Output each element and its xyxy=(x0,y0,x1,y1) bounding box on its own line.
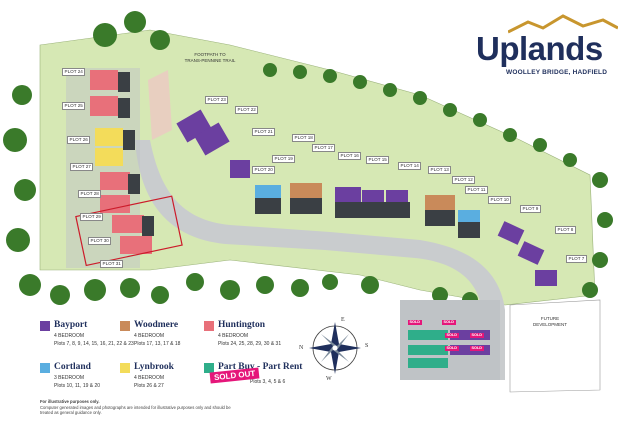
plot-label-23: PLOT 23 xyxy=(205,96,229,104)
footnote-line2: Computer generated images and photograph… xyxy=(40,404,231,416)
legend-name: Woodmere xyxy=(134,320,179,330)
compass-n: N xyxy=(299,345,304,351)
hills-icon xyxy=(508,14,618,34)
plot-label-31: PLOT 31 xyxy=(100,260,124,268)
legend-bedrooms: 4 BEDROOM xyxy=(54,333,85,339)
swatch-part-buy xyxy=(204,363,214,373)
compass-s: S xyxy=(365,343,369,349)
footnote-line1: For illustrative purposes only. xyxy=(40,399,100,404)
future-development-area xyxy=(509,299,601,393)
legend-name: Lynbrook xyxy=(134,362,174,372)
part-buy-block xyxy=(400,300,500,380)
sold-badge: SOLD xyxy=(408,320,422,325)
legend-bedrooms: 4 BEDROOM xyxy=(134,375,165,381)
plot-label-15: PLOT 15 xyxy=(366,156,390,164)
plot-label-7: PLOT 7 xyxy=(566,255,587,263)
brand-logo: Uplands WOOLLEY BRIDGE, HADFIELD xyxy=(468,14,633,84)
legend-name: Part Buy - Part Rent xyxy=(218,362,303,372)
sold-badge: SOLD xyxy=(442,320,456,325)
plot-label-17: PLOT 17 xyxy=(312,144,336,152)
swatch-lynbrook xyxy=(120,363,130,373)
plot-label-26: PLOT 26 xyxy=(67,136,91,144)
plot-label-14: PLOT 14 xyxy=(398,162,422,170)
compass-icon xyxy=(309,322,361,374)
plot-label-27: PLOT 27 xyxy=(70,163,94,171)
road xyxy=(135,140,505,380)
plot-label-28: PLOT 28 xyxy=(78,190,102,198)
plot-label-13: PLOT 13 xyxy=(428,166,452,174)
legend-name: Huntington xyxy=(218,320,265,330)
legend-plots: Plots 17, 13, 17 & 18 xyxy=(134,341,181,347)
legend-plots: Plots 10, 11, 19 & 20 xyxy=(54,383,101,389)
legend-plots: Plots 7, 8, 9, 14, 15, 16, 21, 22 & 23 xyxy=(54,341,134,347)
plot-label-8: PLOT 8 xyxy=(555,226,576,234)
plot-label-11: PLOT 11 xyxy=(465,186,488,194)
footpath-label: FOOTPATH TO TRANS-PENNINE TRAIL xyxy=(184,52,236,63)
plot-label-30: PLOT 30 xyxy=(88,237,112,245)
legend-bedrooms: 4 BEDROOM xyxy=(218,333,249,339)
legend-bedrooms: 3 BEDROOM xyxy=(54,375,85,381)
sold-badge: SOLD xyxy=(445,346,459,351)
compass-w: W xyxy=(326,376,332,382)
legend-plots: Plots 26 & 27 xyxy=(134,383,164,389)
swatch-huntington xyxy=(204,321,214,331)
houses-left xyxy=(90,70,154,254)
brand-name: Uplands xyxy=(476,30,603,67)
legend-name: Cortland xyxy=(54,362,91,372)
plot-label-18: PLOT 18 xyxy=(292,134,316,142)
legend-plots: Plots 3, 4, 5 & 6 xyxy=(250,379,286,385)
plot-label-24: PLOT 24 xyxy=(62,68,86,76)
plot-30-highlight xyxy=(75,195,183,267)
plot-label-20: PLOT 20 xyxy=(252,166,276,174)
plot-label-9: PLOT 9 xyxy=(520,205,541,213)
plot-label-10: PLOT 10 xyxy=(488,196,512,204)
legend-bedrooms: 4 BEDROOM xyxy=(134,333,165,339)
plot-label-19: PLOT 19 xyxy=(272,155,296,163)
swatch-bayport xyxy=(40,321,50,331)
brand-location: WOOLLEY BRIDGE, HADFIELD xyxy=(506,69,608,76)
plot-label-25: PLOT 25 xyxy=(62,102,86,110)
plot-label-22: PLOT 22 xyxy=(235,106,259,114)
swatch-woodmere xyxy=(120,321,130,331)
plot-label-21: PLOT 21 xyxy=(252,128,276,136)
plot-label-16: PLOT 16 xyxy=(338,152,362,160)
compass-e: E xyxy=(341,317,345,323)
legend-name: Bayport xyxy=(54,320,88,330)
sold-badge: SOLD xyxy=(470,333,484,338)
houses-middle xyxy=(176,109,557,286)
legend-plots: Plots 24, 25, 28, 29, 30 & 31 xyxy=(218,341,282,347)
sold-badge: SOLD xyxy=(445,333,459,338)
plot-label-29: PLOT 29 xyxy=(80,213,104,221)
plot-label-12: PLOT 12 xyxy=(452,176,476,184)
footnote: For illustrative purposes only. Computer… xyxy=(40,399,240,416)
sold-badge: SOLD xyxy=(470,346,484,351)
future-development-label: FUTURE DEVELOPMENT xyxy=(532,316,567,327)
legend: Bayport 4 BEDROOM Plots 7, 8, 9, 14, 15,… xyxy=(40,320,303,400)
swatch-cortland xyxy=(40,363,50,373)
